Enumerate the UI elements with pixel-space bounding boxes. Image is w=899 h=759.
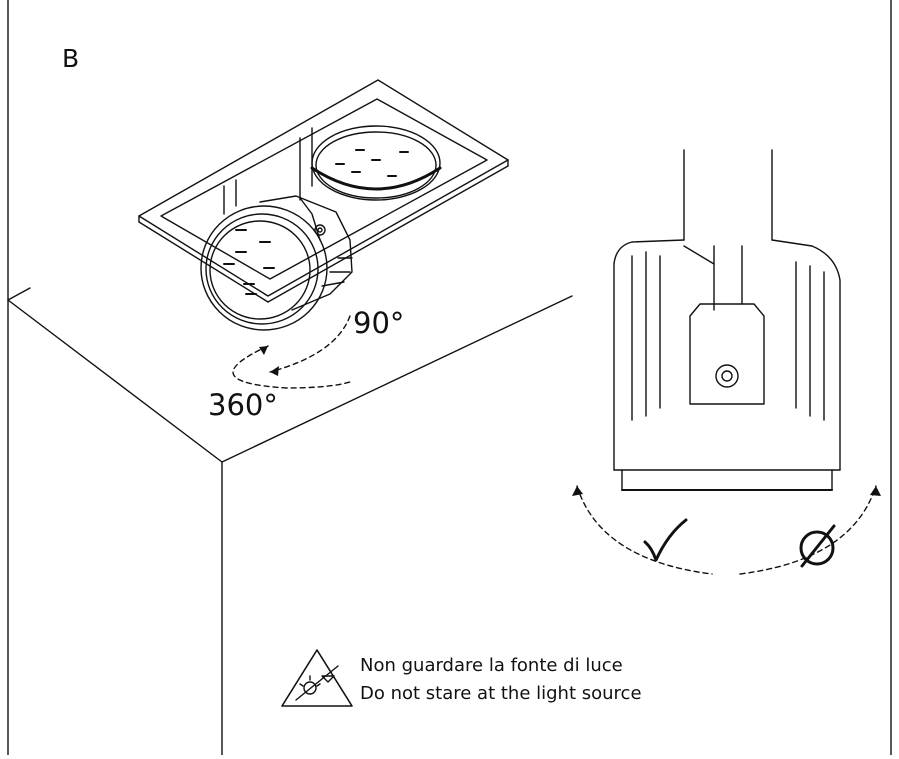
warning-text-english: Do not stare at the light source bbox=[360, 683, 642, 704]
allowed-arc bbox=[576, 485, 713, 575]
front-lamp-head bbox=[200, 179, 353, 331]
rotation-arrow bbox=[232, 345, 351, 389]
warning-text-italian: Non guardare la fonte di luce bbox=[360, 655, 623, 676]
forbidden-arc bbox=[739, 485, 877, 575]
tilt-arrow bbox=[269, 315, 351, 373]
rotation-angle-label: 360° bbox=[208, 388, 278, 422]
side-view-lamp bbox=[613, 149, 841, 491]
tilt-angle-label: 90° bbox=[353, 306, 405, 340]
prohibited-icon bbox=[799, 524, 836, 568]
forbidden-arrowhead bbox=[870, 486, 881, 496]
recessed-frame bbox=[138, 79, 509, 303]
check-mark-icon bbox=[643, 518, 688, 562]
warning-triangle-icon bbox=[281, 649, 353, 707]
allowed-arrowhead bbox=[572, 486, 583, 496]
page-frame bbox=[7, 0, 892, 756]
rotation-arrowhead bbox=[259, 346, 268, 355]
ceiling-block bbox=[7, 287, 573, 756]
panel-letter: B bbox=[62, 44, 80, 73]
rear-lamp-head bbox=[299, 125, 442, 201]
tilt-arrowhead bbox=[270, 366, 279, 376]
